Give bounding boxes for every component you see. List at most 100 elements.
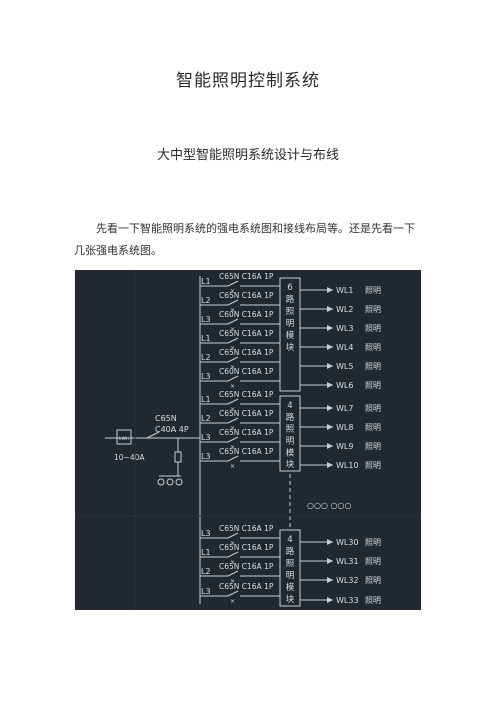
circuit-label: WL9 — [336, 442, 353, 451]
breaker-label: C60N C16A 1P — [219, 310, 274, 319]
circuit-label: WL6 — [336, 381, 353, 390]
load-label: 照明 — [365, 362, 381, 371]
circuit-label: WL8 — [336, 423, 353, 432]
load-label: 照明 — [365, 286, 381, 295]
breaker-mark: × — [230, 559, 235, 566]
phase-label-l2: L2 — [201, 567, 211, 576]
breaker-contact — [227, 532, 239, 539]
lighting-module-box — [279, 277, 301, 392]
circuit-label: WL30 — [336, 538, 359, 547]
load-label: 照明 — [365, 576, 381, 585]
module-label-char: 路 — [286, 546, 295, 557]
load-label: 照明 — [365, 442, 381, 451]
module-label-char: 明 — [286, 437, 295, 447]
breaker-mark: × — [230, 406, 235, 413]
load-label: 照明 — [365, 324, 381, 333]
breaker-label: C65N C16A 1P — [219, 428, 274, 437]
breaker-label: C60N C16A 1P — [219, 367, 274, 376]
document-title: 智能照明控制系统 — [176, 71, 320, 91]
main-breaker-rating: C40A 4P — [155, 425, 189, 434]
load-label: 照明 — [365, 596, 381, 605]
breaker-mark: × — [230, 307, 235, 314]
arrow-icon — [327, 405, 333, 411]
arrow-icon — [327, 363, 333, 369]
breaker-contact — [227, 280, 239, 287]
range-label: 10~40A — [114, 453, 145, 462]
phase-label-l1: L1 — [201, 277, 211, 286]
phase-label-l1: L1 — [201, 395, 211, 404]
breaker-label: C65N C16A 1P — [219, 291, 274, 300]
lighting-module-box — [279, 529, 301, 607]
breaker-mark: × — [230, 578, 235, 585]
phase-label-l3: L3 — [201, 587, 211, 596]
breaker-contact — [227, 375, 239, 382]
module-label-char: 路 — [286, 294, 295, 305]
ellipsis-marker: ○○○ ○○○ — [307, 501, 351, 510]
meter-label: kWh — [119, 436, 129, 442]
circuit-label: WL33 — [336, 596, 359, 605]
load-label: 照明 — [365, 343, 381, 352]
document-subtitle: 大中型智能照明系统设计与布线 — [156, 148, 339, 163]
breaker-mark: × — [230, 364, 235, 371]
breaker-label: C65N C16A 1P — [219, 562, 274, 571]
breaker-mark: × — [230, 383, 235, 390]
phase-label-l3: L3 — [201, 315, 211, 324]
breaker-label: C65N C16A 1P — [219, 447, 274, 456]
arrow-icon — [327, 287, 333, 293]
phase-label-l2: L2 — [201, 353, 211, 362]
circuit-label: WL31 — [336, 557, 359, 566]
breaker-mark: × — [230, 598, 235, 605]
module-label-char: 照 — [286, 307, 295, 317]
phase-label-l3: L3 — [201, 529, 211, 538]
module-label-char: 模 — [286, 582, 295, 593]
breaker-contact — [227, 436, 239, 443]
module-label-char: 明 — [286, 571, 295, 581]
module-label-char: 块 — [286, 459, 295, 470]
arrow-icon — [327, 577, 333, 583]
module-label-char: 6 — [287, 283, 292, 293]
arrow-icon — [327, 382, 333, 388]
main-breaker-contact — [146, 431, 160, 439]
circuit-label: WL7 — [336, 404, 353, 413]
phase-label-l1: L1 — [201, 334, 211, 343]
arrow-icon — [327, 306, 333, 312]
module-label-char: 块 — [286, 342, 295, 353]
module-label-char: 照 — [286, 425, 295, 435]
breaker-mark: × — [230, 288, 235, 295]
breaker-label: C65N C16A 1P — [219, 390, 274, 399]
circuit-label: WL2 — [336, 305, 353, 314]
breaker-mark: × — [230, 540, 235, 547]
lighting-module-box — [279, 395, 301, 472]
module-label-char: 路 — [286, 412, 295, 423]
terminal-icon — [175, 478, 183, 486]
arrow-icon — [327, 424, 333, 430]
load-label: 照明 — [365, 461, 381, 470]
phase-label-l1: L1 — [201, 548, 211, 557]
breaker-label: C65N C16A 1P — [219, 409, 274, 418]
breaker-contact — [227, 570, 239, 577]
load-label: 照明 — [365, 557, 381, 566]
terminal-icon — [157, 478, 165, 486]
breaker-mark: × — [230, 345, 235, 352]
circuit-label: WL3 — [336, 324, 353, 333]
load-label: 照明 — [365, 423, 381, 432]
module-label-char: 4 — [287, 401, 292, 411]
breaker-label: C65N C16A 1P — [219, 329, 274, 338]
arrow-icon — [327, 443, 333, 449]
intro-paragraph: 先看一下智能照明系统的强电系统图和接线布局等。还是先看一下几张强电系统图。 — [74, 222, 415, 257]
module-label-char: 模 — [286, 330, 295, 341]
module-label-char: 模 — [286, 447, 295, 458]
phase-label-l2: L2 — [201, 414, 211, 423]
load-label: 照明 — [365, 404, 381, 413]
phase-label-l2: L2 — [201, 296, 211, 305]
breaker-contact — [227, 417, 239, 424]
breaker-label: C65N C16A 1P — [219, 348, 274, 357]
circuit-label: WL5 — [336, 362, 353, 371]
breaker-contact — [227, 551, 239, 558]
arrow-icon — [327, 462, 333, 468]
phase-label-l3: L3 — [201, 452, 211, 461]
breaker-contact — [227, 337, 239, 344]
module-label-char: 照 — [286, 559, 295, 569]
